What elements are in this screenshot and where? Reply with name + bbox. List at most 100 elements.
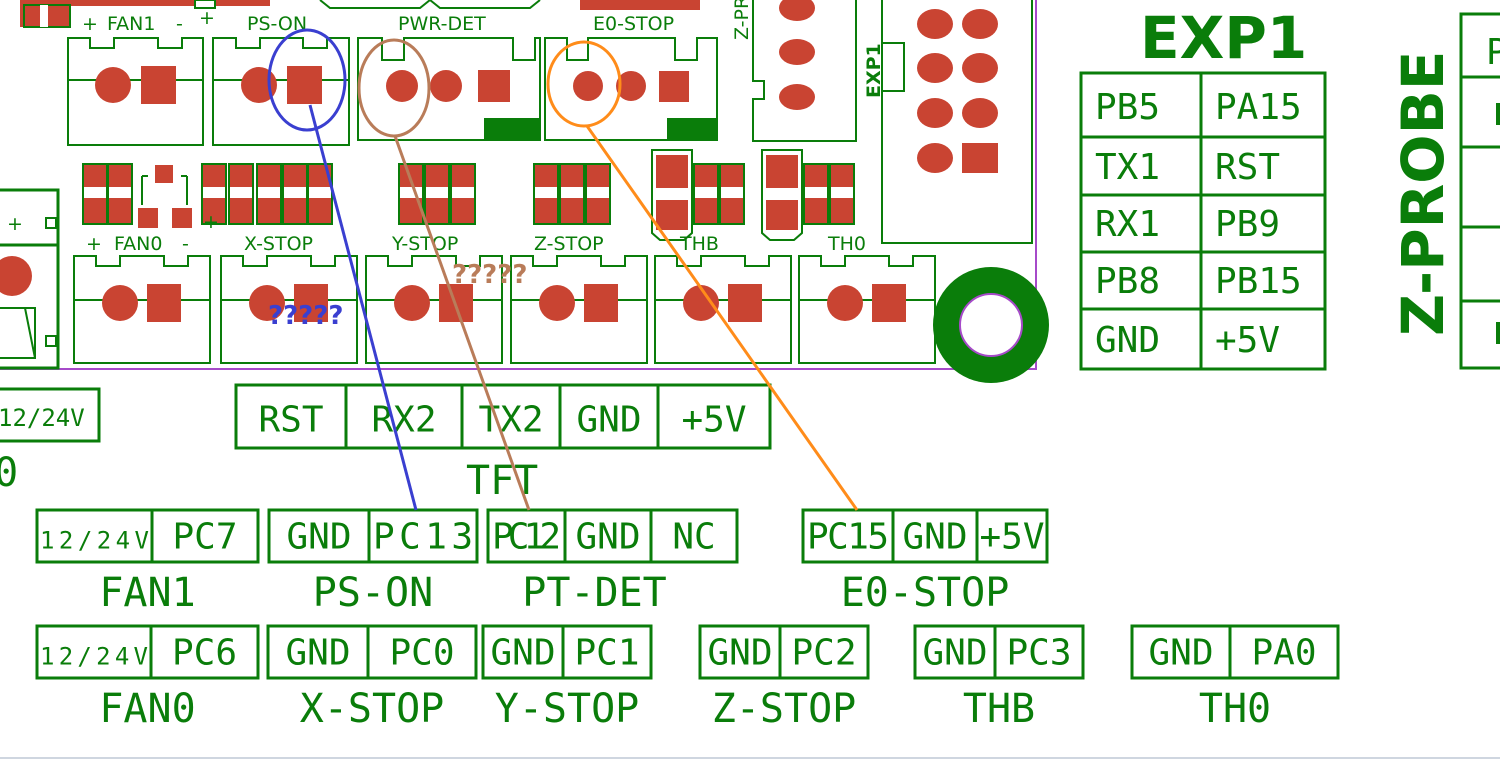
exp1-pin: RX1 — [1095, 204, 1160, 245]
z-probe-title: Z-PROBE — [1389, 51, 1457, 336]
pwr-det-marker — [357, 38, 531, 511]
exp1-pin: GND — [1095, 320, 1160, 361]
fan1-minus-label: - — [176, 13, 183, 35]
connector-name: PT-DET — [522, 570, 667, 616]
fan0-plus-label: + — [86, 233, 102, 255]
exp1-pin: PB9 — [1215, 204, 1280, 245]
pin-label: GND — [922, 632, 987, 673]
board-outline — [0, 0, 1037, 370]
pin-label: GND — [575, 516, 640, 557]
smd-resistor — [228, 163, 254, 225]
e0-stop-connector — [544, 37, 718, 141]
left-partial-name: E0 — [0, 450, 18, 496]
smd-resistor — [201, 163, 227, 225]
ps-on-connector — [212, 37, 350, 146]
smd-capacitor — [651, 149, 693, 241]
z-stop-top-label: Z-STOP — [534, 233, 604, 255]
pin-label: RX2 — [371, 400, 436, 441]
exp1-row: GND +5V — [1095, 320, 1280, 361]
pin-label: GND — [1148, 632, 1213, 673]
two-pin-connector — [73, 255, 211, 364]
pin-label: PC0 — [389, 632, 454, 673]
left-plus-label: + — [7, 213, 23, 235]
y-stop-top-label: Y-STOP — [391, 233, 458, 255]
smd-resistor — [829, 163, 855, 225]
z-probe-pin-table: P — [1459, 12, 1500, 370]
smd-resistor — [82, 163, 108, 225]
exp1-pin: +5V — [1215, 320, 1280, 361]
pin-label: PC2 — [791, 632, 856, 673]
pin-label: GND — [490, 632, 555, 673]
pin-label: GND — [902, 516, 967, 557]
e0-stop-marker — [546, 40, 859, 511]
mounting-hole — [933, 267, 1049, 383]
window-bottom-divider — [0, 757, 1500, 759]
pin-label: +5V — [979, 516, 1044, 557]
pin-label: PC1 — [574, 632, 639, 673]
x-stop-unknown-annotation: ????? — [268, 301, 343, 331]
left-power-connector: + — [0, 188, 60, 370]
pin-label: PC13 — [373, 516, 473, 557]
pin-label: RST — [258, 400, 323, 441]
z-probe-cell: P — [1486, 32, 1500, 73]
smd-resistor — [693, 163, 719, 225]
smd-resistor — [398, 163, 424, 225]
exp1-pin: RST — [1215, 147, 1280, 188]
pin-label: PC3 — [1006, 632, 1071, 673]
pin-label: PC12 — [492, 516, 561, 557]
pin-label: PC15 — [807, 516, 889, 557]
fan0-minus-label: - — [182, 233, 189, 255]
exp1-pin: PB5 — [1095, 87, 1160, 128]
pin-table: PC15 GND +5V E0-STOP — [801, 508, 1049, 616]
exp1-pin: PB15 — [1215, 261, 1302, 302]
exp1-title: EXP1 — [1140, 4, 1307, 72]
connector-name: FAN0 — [99, 686, 195, 732]
two-pin-connector — [510, 255, 648, 364]
smd-resistor — [585, 163, 611, 225]
z-probe-partial-label: Z-PR — [731, 0, 753, 40]
fan1-plus-label: + — [82, 13, 98, 35]
e0-stop-top-label: E0-STOP — [593, 13, 674, 35]
pwr-det-connector — [357, 37, 541, 141]
tft-name: TFT — [466, 458, 538, 504]
two-pin-connector — [798, 255, 936, 364]
pin-label: PC6 — [172, 632, 237, 673]
exp1-header — [881, 0, 1033, 244]
pin-label: +5V — [681, 400, 746, 441]
pin-label: GND — [707, 632, 772, 673]
top-edge-pads — [20, 0, 700, 28]
pin-label: TX2 — [478, 400, 543, 441]
y-stop-unknown-annotation: ????? — [452, 260, 527, 290]
pin-label: PC7 — [172, 516, 237, 557]
smd-capacitor — [761, 149, 803, 241]
exp1-small-label: EXP1 — [863, 43, 885, 98]
pin-label: GND — [286, 516, 351, 557]
connector-name: THB — [963, 686, 1035, 732]
connector-name: PS-ON — [313, 570, 433, 616]
smd-components: + — [82, 149, 855, 241]
pin-label: NC — [672, 516, 715, 557]
two-pin-connector — [220, 255, 358, 364]
ps-on-top-label: PS-ON — [247, 13, 307, 35]
smd-resistor — [719, 163, 745, 225]
smd-resistor — [559, 163, 585, 225]
middle-connectors — [73, 255, 936, 364]
connector-name: TH0 — [1199, 686, 1271, 732]
connector-name: FAN1 — [99, 570, 195, 616]
connector-name: E0-STOP — [841, 570, 1010, 616]
smd-resistor — [424, 163, 450, 225]
x-stop-top-label: X-STOP — [244, 233, 313, 255]
